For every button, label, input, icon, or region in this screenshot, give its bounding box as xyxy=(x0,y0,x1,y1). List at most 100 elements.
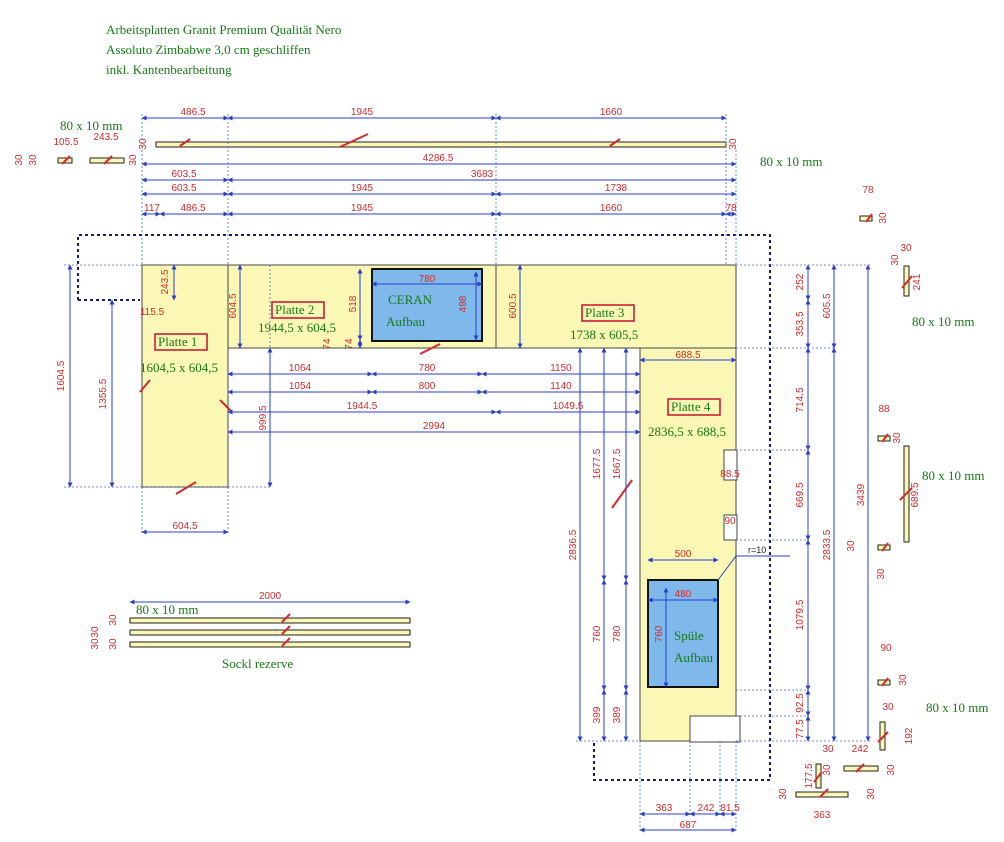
plate-3-size: 1738 x 605,5 xyxy=(570,327,638,342)
dim-r241: 241 xyxy=(912,273,923,290)
plate-labels: Platte 1 1604,5 x 604,5 Platte 2 1944,5 … xyxy=(140,301,726,439)
dim-r88: 88 xyxy=(878,404,890,415)
spuele-label-2: Aufbau xyxy=(674,650,713,665)
plate-3-name: Platte 3 xyxy=(585,305,624,320)
dim-z30c: 30 xyxy=(90,638,101,650)
dim-r30b: 30 xyxy=(900,243,912,254)
dim-v518: 518 xyxy=(348,295,359,312)
slab-notches xyxy=(689,449,741,743)
dim-117: 117 xyxy=(144,203,160,214)
dim-r30g: 30 xyxy=(898,674,909,686)
sockel-label: Sockl rezerve xyxy=(222,656,293,671)
mm-note-a: 80 x 10 mm xyxy=(60,118,122,133)
dim-r30i: 30 xyxy=(886,764,897,776)
dim-1945c: 1945 xyxy=(351,203,374,214)
dim-r363b: 363 xyxy=(814,810,831,821)
dim-z2000: 2000 xyxy=(259,591,282,602)
dim-603b: 603.5 xyxy=(171,183,196,194)
dim-v353: 353.5 xyxy=(795,311,806,336)
dim-1064: 1064 xyxy=(289,363,312,374)
header-line-1: Arbeitsplatten Granit Premium Qualität N… xyxy=(106,22,341,37)
dim-r30h: 30 xyxy=(882,702,894,713)
dim-r30c: 30 xyxy=(890,254,901,266)
dim-s30a: 30 xyxy=(14,154,25,166)
dim-v1079: 1079.5 xyxy=(795,599,806,630)
dim-r30k: 30 xyxy=(822,764,833,776)
ceran-label-2: Aufbau xyxy=(386,314,425,329)
dim-1660b: 1660 xyxy=(600,203,623,214)
slab-platte-3 xyxy=(495,264,737,349)
dim-r177: 177.5 xyxy=(804,763,815,788)
header-line-3: inkl. Kantenbearbeitung xyxy=(106,62,232,77)
dim-v399: 399 xyxy=(592,706,603,723)
dim-top-486: 486.5 xyxy=(180,107,205,118)
dim-b687: 687 xyxy=(680,820,697,831)
dim-r30e: 30 xyxy=(846,540,857,552)
plate-1-name: Platte 1 xyxy=(158,334,197,349)
plate-4-size: 2836,5 x 688,5 xyxy=(648,424,726,439)
plate-2-box xyxy=(271,301,325,319)
dim-500: 500 xyxy=(675,549,692,560)
header-line-2: Assoluto Zimbabwe 3,0 cm geschliffen xyxy=(106,42,311,57)
dim-v999: 999.5 xyxy=(258,405,269,430)
dim-4286: 4286.5 xyxy=(423,153,454,164)
dim-1945b: 1945 xyxy=(351,183,374,194)
dim-1140: 1140 xyxy=(550,381,572,392)
plate-1-size: 1604,5 x 604,5 xyxy=(140,360,218,375)
cut-marks xyxy=(61,133,913,798)
dim-z30d: 30 xyxy=(108,638,119,650)
plate-3-box xyxy=(581,304,635,322)
dim-b604: 604.5 xyxy=(172,521,197,532)
dim-v74a: 74 xyxy=(322,338,333,350)
dim-b81: 81.5 xyxy=(720,803,740,814)
dim-486b: 486.5 xyxy=(180,203,205,214)
room-outline xyxy=(77,234,771,781)
dim-r78: 78 xyxy=(862,185,874,196)
plate-2-name: Platte 2 xyxy=(275,302,314,317)
dim-s30d: 30 xyxy=(728,138,739,150)
dim-b242: 242 xyxy=(698,803,715,814)
dim-1738: 1738 xyxy=(605,183,628,194)
radius-label: r=10 xyxy=(748,545,766,555)
dim-780m: 780 xyxy=(419,363,436,374)
dim-v2833: 2833.5 xyxy=(822,529,833,560)
dim-z30b: 30 xyxy=(108,614,119,626)
mm-note-b: 80 x 10 mm xyxy=(760,154,822,169)
dim-top-1945: 1945 xyxy=(351,107,374,118)
dim-498: 498 xyxy=(458,295,469,312)
dim-v3439: 3439 xyxy=(856,483,867,506)
ceran-cutout xyxy=(371,268,483,342)
dim-2994: 2994 xyxy=(423,421,446,432)
dim-78: 78 xyxy=(725,203,737,214)
dimension-texts: 486.5 1945 1660 4286.5 603.5 3683 603.5 … xyxy=(14,107,923,831)
dim-r30m: 30 xyxy=(866,788,877,800)
dim-v77: 77.5 xyxy=(795,719,806,739)
dim-v1604: 1604.5 xyxy=(56,360,67,391)
dim-b363: 363 xyxy=(656,803,673,814)
dim-s105: 105.5 xyxy=(53,137,78,148)
plate-1-box xyxy=(154,333,208,351)
dim-r30a: 30 xyxy=(878,212,889,224)
dim-90: 90 xyxy=(724,516,736,527)
spuele-label-1: Spüle xyxy=(674,628,704,643)
dim-r242b: 242 xyxy=(852,744,869,755)
mm-note-d: 80 x 10 mm xyxy=(922,468,984,483)
dim-1150: 1150 xyxy=(550,363,572,374)
plate-4-name: Platte 4 xyxy=(671,399,711,414)
dim-v760b: 760 xyxy=(654,625,665,642)
dim-v243: 243.5 xyxy=(160,269,171,294)
dim-r30j: 30 xyxy=(822,744,834,755)
dim-780c: 780 xyxy=(419,274,436,285)
mm-note-c: 80 x 10 mm xyxy=(912,314,974,329)
dim-s30e: 30 xyxy=(28,154,39,166)
radius-leader xyxy=(717,555,790,581)
dim-v604a: 604.5 xyxy=(228,293,239,318)
dim-s30c: 30 xyxy=(138,138,149,150)
dim-r30l: 30 xyxy=(778,788,789,800)
dim-v1667: 1667.5 xyxy=(612,448,623,479)
dim-v760a: 760 xyxy=(592,625,603,642)
dimension-lines xyxy=(67,115,871,833)
dim-r689: 689.5 xyxy=(910,482,921,507)
dim-v92: 92.5 xyxy=(795,693,806,713)
dim-r30f: 30 xyxy=(876,568,887,580)
